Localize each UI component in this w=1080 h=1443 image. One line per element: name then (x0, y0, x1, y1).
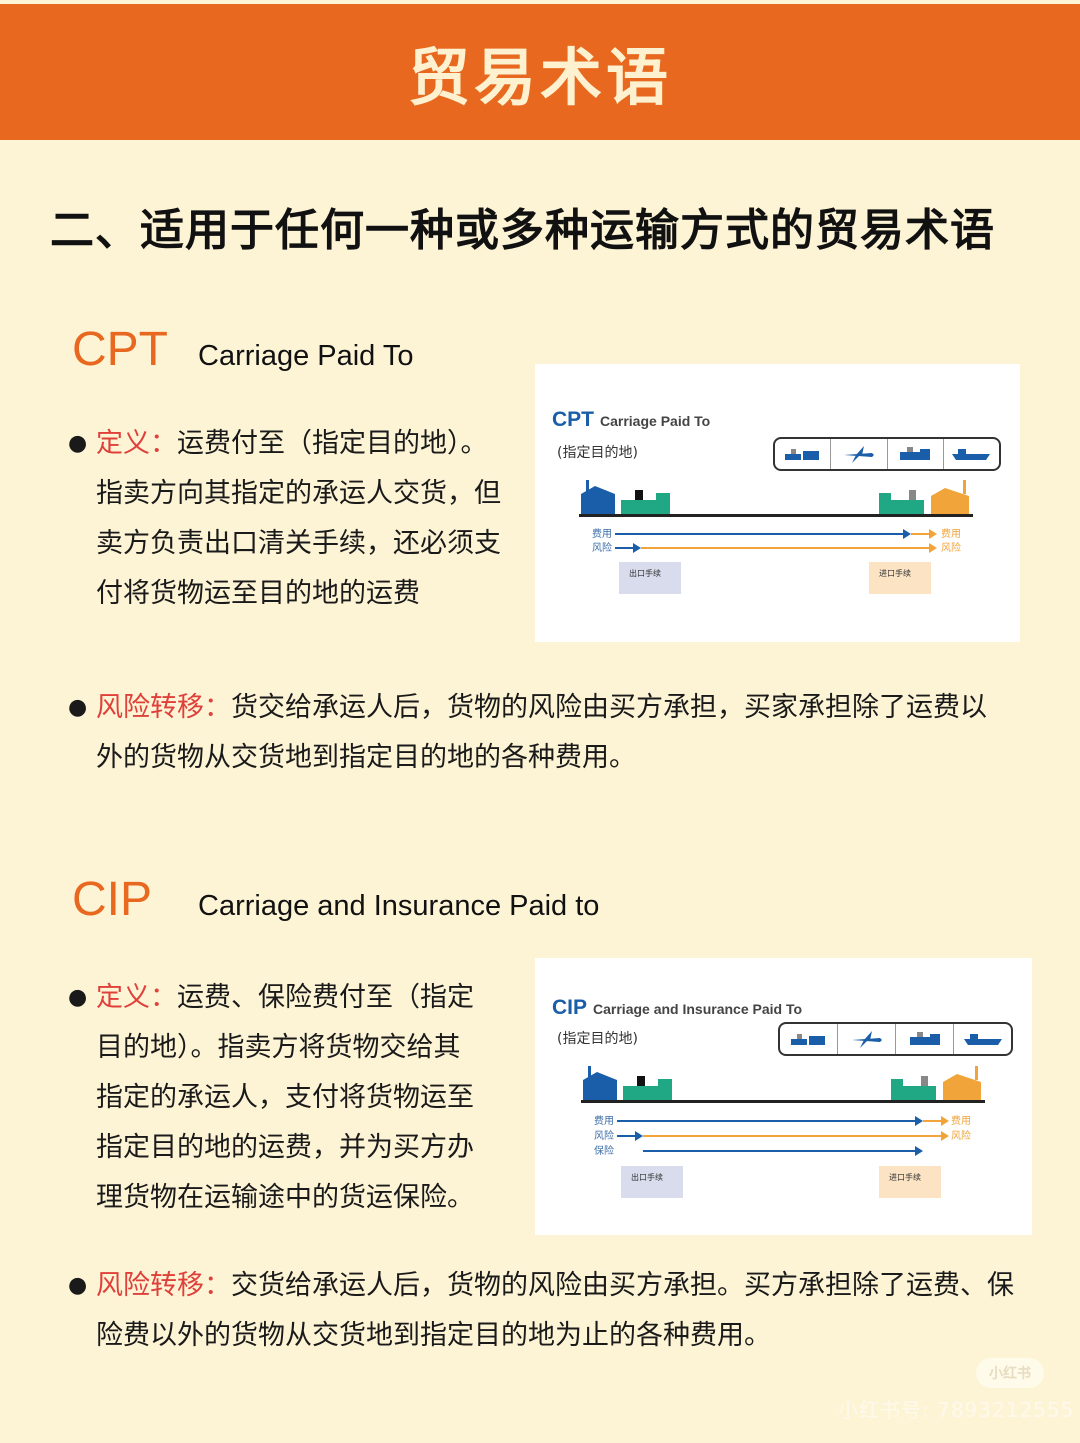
xiaohongshu-logo: 小红书 (976, 1358, 1044, 1388)
banner-title: 贸易术语 (407, 41, 672, 114)
cip-risk-transfer: ● 风险转移：交货给承运人后，货物的风险由买方承担。买方承担除了运费、保 险费以… (68, 1261, 1056, 1361)
term-heading-cip: CIP Carriage and Insurance Paid to (72, 872, 599, 927)
term-code: CPT (72, 323, 168, 376)
bullet-icon: ● (68, 695, 88, 720)
term-heading-cpt: CPT Carriage Paid To (72, 322, 413, 377)
route-line (581, 1100, 985, 1103)
risk-label: 风险转移： (96, 692, 231, 723)
arrow-row-insurance: 保险 (535, 1145, 1032, 1157)
header-banner: 贸易术语 (0, 4, 1080, 140)
definition-label: 定义： (96, 982, 177, 1013)
truck-icon (888, 439, 944, 469)
arrow-row-risk: 风险 风险 (594, 1131, 971, 1142)
section-title: 二、适用于任何一种或多种运输方式的贸易术语 (50, 205, 995, 256)
truck-icon (896, 1024, 954, 1054)
arrow-row-risk: 风险 风险 (592, 543, 961, 554)
arrow-row-cost: 费用 费用 (594, 1116, 971, 1127)
ship-icon (944, 439, 999, 469)
term-full-name: Carriage Paid To (198, 340, 414, 372)
transport-modes (773, 437, 1001, 471)
rail-icon (780, 1024, 838, 1054)
shipment-scene (581, 480, 969, 516)
plane-icon (831, 439, 888, 469)
bullet-icon: ● (68, 431, 88, 456)
export-docs: 出口手续 (619, 562, 681, 594)
rail-icon (775, 439, 832, 469)
import-docs: 进口手续 (879, 1166, 941, 1198)
bullet-icon: ● (68, 1273, 88, 1298)
top-strip (0, 0, 1080, 4)
cpt-definition: ● 定义：运费付至（指定目的地）。 指卖方向其指定的承运人交货，但 卖方负责出口… (68, 419, 526, 619)
bullet-icon: ● (68, 985, 88, 1010)
cpt-risk-transfer: ● 风险转移：货交给承运人后，货物的风险由买方承担，买家承担除了运费以 外的货物… (68, 683, 1046, 783)
cip-diagram: CIP Carriage and Insurance Paid To (指定目的… (535, 958, 1032, 1235)
cpt-diagram: CPT Carriage Paid To (指定目的地) 费用 费用 风险 风险… (535, 364, 1020, 642)
definition-label: 定义： (96, 428, 177, 459)
arrow-row-cost: 费用 费用 (592, 529, 961, 540)
import-docs: 进口手续 (869, 562, 931, 594)
transport-modes (778, 1022, 1013, 1056)
ship-icon (954, 1024, 1011, 1054)
export-docs: 出口手续 (621, 1166, 683, 1198)
term-full-name: Carriage and Insurance Paid to (198, 890, 600, 922)
risk-label: 风险转移： (96, 1270, 231, 1301)
watermark-id: 小红书号: 7893212555 (838, 1398, 1075, 1422)
term-code: CIP (72, 873, 153, 926)
plane-icon (838, 1024, 896, 1054)
cip-definition: ● 定义：运费、保险费付至（指定 目的地）。指卖方将货物交给其 指定的承运人，支… (68, 973, 496, 1223)
route-line (579, 514, 973, 517)
shipment-scene (583, 1066, 981, 1102)
